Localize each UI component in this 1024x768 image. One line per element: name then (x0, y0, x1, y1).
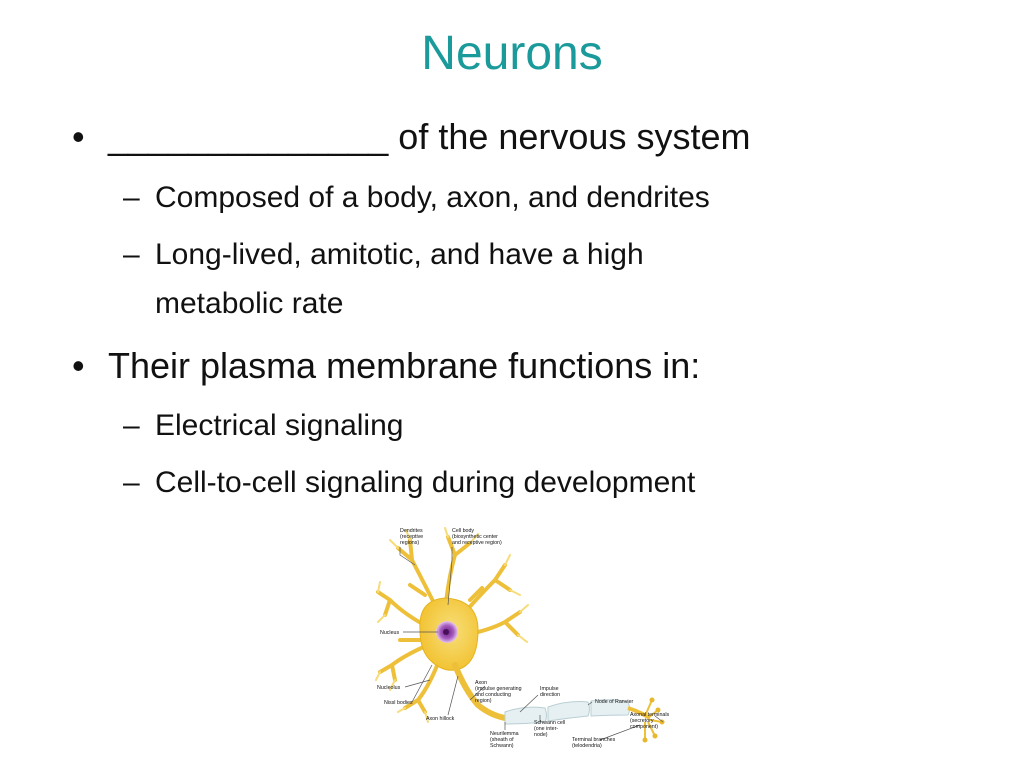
sub-bullet-text: Long-lived, amitotic, and have a high (155, 238, 644, 271)
label-node-of-ranvier: Node of Ranvier (595, 699, 634, 705)
dash-marker: – (123, 181, 140, 214)
label-axon: Axon (impulse generating and conducting … (475, 680, 523, 704)
label-nissl-bodies: Nissl bodies (384, 700, 413, 706)
label-nucleus: Nucleus (380, 630, 399, 636)
sub-bullet-text: metabolic rate (155, 287, 344, 320)
dash-marker: – (123, 409, 140, 442)
myelin-sheath (504, 699, 630, 725)
label-axon-hillock: Axon hillock (426, 716, 455, 722)
terminal-branches (644, 699, 663, 740)
neuron-diagram: Dendrites (receptive regions) Cell body … (375, 527, 671, 749)
sub-bullet-text: Composed of a body, axon, and dendrites (155, 181, 710, 214)
label-terminal-branches: Terminal branches (telodendria) (572, 737, 617, 749)
label-schwann-cell: Schwann cell (one inter- node) (534, 720, 567, 738)
dash-marker: – (123, 466, 140, 499)
dash-marker: – (123, 238, 140, 271)
label-dendrites: Dendrites (receptive regions) (400, 528, 425, 546)
label-nucleolus: Nucleolus (377, 685, 401, 691)
label-neurilemma: Neurilemma (sheath of Schwann) (490, 731, 520, 749)
sub-bullet-text: Cell-to-cell signaling during developmen… (155, 466, 696, 499)
slide-title: Neurons (421, 27, 603, 80)
sub-bullet-text: Electrical signaling (155, 409, 404, 442)
label-axonal-terminals: Axonal terminals (secretory component) (630, 712, 671, 730)
bullet-text: ______________ of the nervous system (108, 116, 751, 157)
axon (452, 662, 508, 721)
bullet-text: Their plasma membrane functions in: (108, 345, 701, 386)
bullet-marker: • (72, 116, 85, 157)
label-cell-body: Cell body (biosynthetic center and recep… (452, 528, 502, 546)
bullet-marker: • (72, 345, 85, 386)
label-impulse-direction: Impulse direction (540, 686, 560, 698)
dendrites (376, 535, 522, 714)
